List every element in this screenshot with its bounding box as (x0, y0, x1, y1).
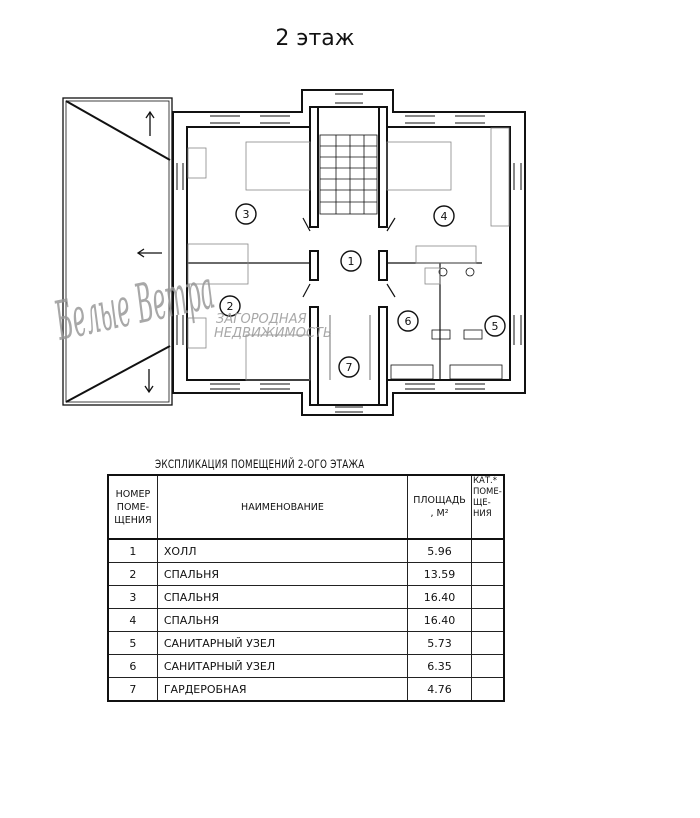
svg-text:2: 2 (227, 300, 234, 313)
walls (172, 89, 526, 416)
room-4-marker: 4 (433, 205, 455, 227)
room-name-cell: СПАЛЬНЯ (156, 562, 409, 586)
room-number-cell: 5 (107, 631, 158, 655)
room-number-cell: 2 (107, 562, 158, 586)
room-name-cell: СПАЛЬНЯ (156, 585, 409, 609)
table-header-row: НОМЕР ПОМЕ- ЩЕНИЯ НАИМЕНОВАНИЕ ПЛОЩАДЬ ,… (107, 474, 505, 540)
room-name-cell: САНИТАРНЫЙ УЗЕЛ (156, 654, 409, 678)
arrow-up-icon (145, 110, 155, 136)
room-name-cell: САНИТАРНЫЙ УЗЕЛ (156, 631, 409, 655)
arrow-down-icon (144, 369, 154, 394)
arrow-left-icon (136, 248, 162, 258)
room-2-marker: 2 (219, 295, 241, 317)
room-category-cell (470, 585, 505, 609)
explication-title: ЭКСПЛИКАЦИЯ ПОМЕЩЕНИЙ 2-ОГО ЭТАЖА (155, 457, 365, 471)
room-name-cell: ГАРДЕРОБНАЯ (156, 677, 409, 702)
svg-text:6: 6 (405, 315, 412, 328)
header-number: НОМЕР ПОМЕ- ЩЕНИЯ (107, 474, 158, 540)
svg-text:5: 5 (492, 320, 499, 333)
svg-text:НЕДВИЖИМОСТЬ: НЕДВИЖИМОСТЬ (214, 326, 332, 341)
watermark-logo: Белые Ветра ЗАГОРОДНАЯ НЕДВИЖИМОСТЬ (49, 258, 332, 353)
windows (176, 93, 522, 413)
room-number-cell: 7 (107, 677, 158, 702)
explication-table: НОМЕР ПОМЕ- ЩЕНИЯ НАИМЕНОВАНИЕ ПЛОЩАДЬ ,… (107, 474, 505, 702)
room-area-cell: 4.76 (407, 677, 472, 702)
roof-terrace (62, 97, 173, 406)
svg-text:7: 7 (346, 361, 353, 374)
room-area-cell: 6.35 (407, 654, 472, 678)
room-area-cell: 16.40 (407, 585, 472, 609)
room-number-cell: 1 (107, 538, 158, 563)
room-7-marker: 7 (338, 356, 360, 378)
svg-text:1: 1 (348, 255, 355, 268)
room-category-cell (470, 562, 505, 586)
room-name-cell: ХОЛЛ (156, 538, 409, 563)
room-category-cell (470, 654, 505, 678)
room-area-cell: 5.73 (407, 631, 472, 655)
room-3-marker: 3 (235, 203, 257, 225)
room-1-marker: 1 (340, 250, 362, 272)
svg-text:3: 3 (243, 208, 250, 221)
room-area-cell: 13.59 (407, 562, 472, 586)
room-number-cell: 6 (107, 654, 158, 678)
staircase (319, 134, 378, 215)
furniture (187, 127, 510, 381)
floor-plan: 1 2 3 4 5 6 7 Белые Ветра ЗАГОРОДНАЯ НЕД… (49, 89, 526, 416)
room-category-cell (470, 631, 505, 655)
room-number-cell: 3 (107, 585, 158, 609)
svg-text:ЗАГОРОДНАЯ: ЗАГОРОДНАЯ (216, 312, 307, 327)
svg-text:4: 4 (441, 210, 448, 223)
header-name: НАИМЕНОВАНИЕ (156, 474, 409, 540)
room-area-cell: 16.40 (407, 608, 472, 632)
room-category-cell (470, 677, 505, 702)
room-area-cell: 5.96 (407, 538, 472, 563)
room-name-cell: СПАЛЬНЯ (156, 608, 409, 632)
room-5-marker: 5 (484, 315, 506, 337)
room-6-marker: 6 (397, 310, 419, 332)
header-category: КАТ.* ПОМЕ- ЩЕ- НИЯ (470, 474, 505, 540)
room-category-cell (470, 608, 505, 632)
svg-text:Белые Ветра: Белые Ветра (49, 258, 219, 353)
room-number-cell: 4 (107, 608, 158, 632)
room-category-cell (470, 538, 505, 563)
room-markers: 1 2 3 4 5 6 7 (219, 203, 506, 378)
header-area: ПЛОЩАДЬ , М² (407, 474, 472, 540)
page-title: 2 этаж (275, 26, 355, 51)
